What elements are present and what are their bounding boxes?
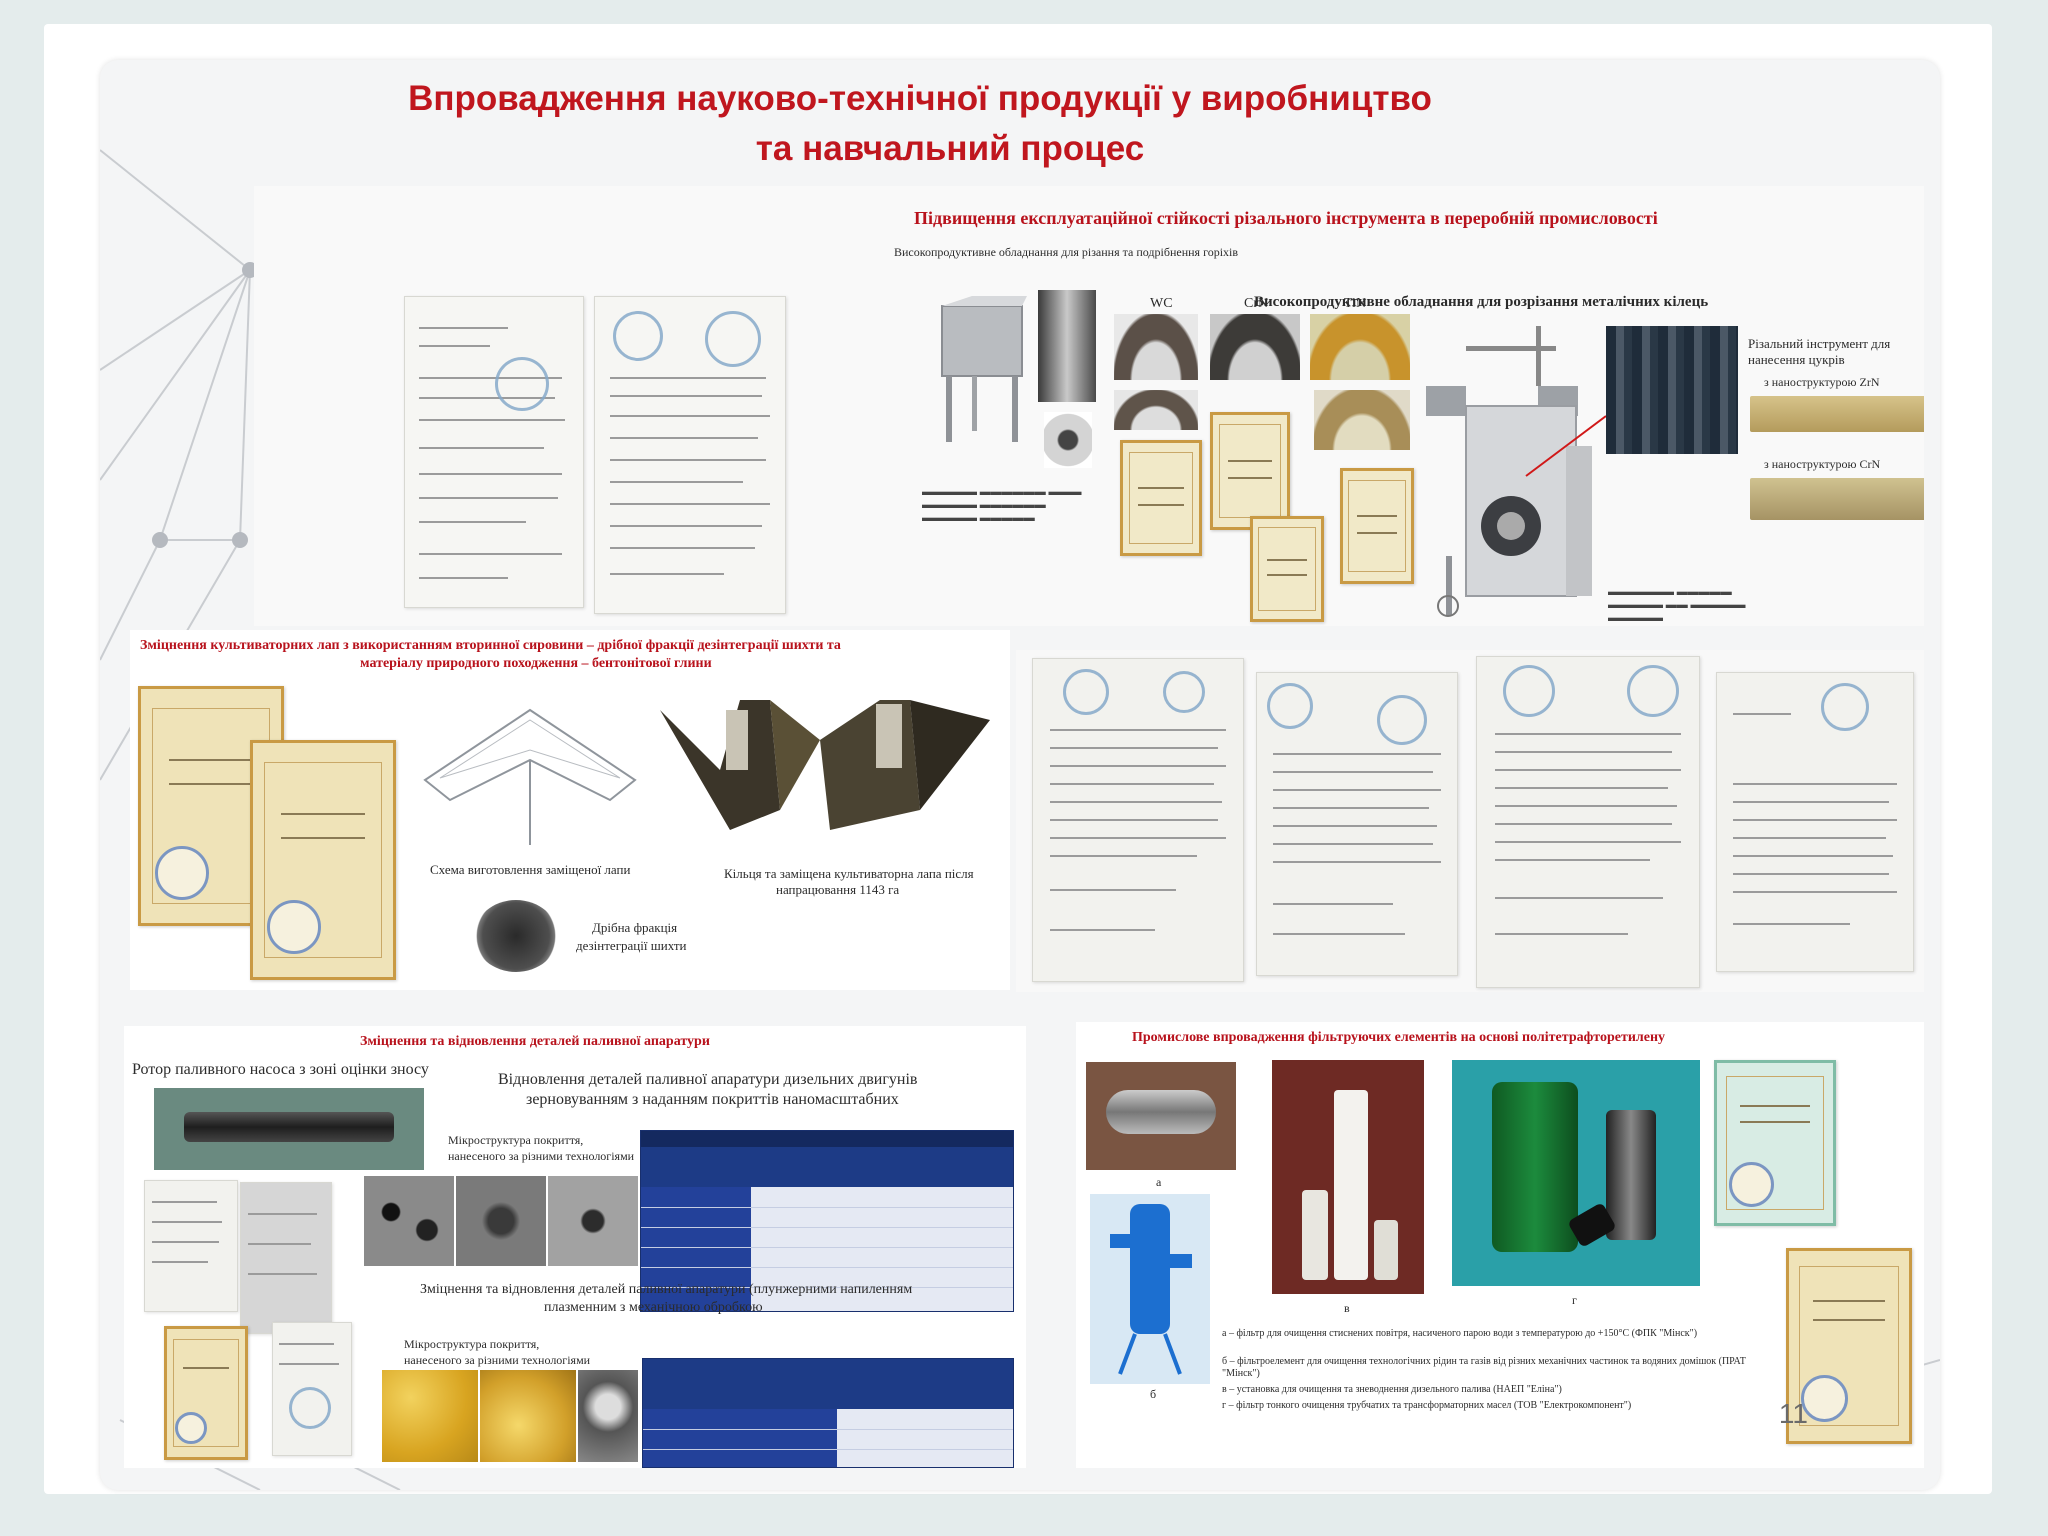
ring-cutter-closeup (1606, 326, 1738, 454)
document-act-5 (1476, 656, 1700, 988)
certificate-top-1 (1120, 440, 1202, 556)
caption-ring-machine: ▬▬▬▬▬▬ ▬▬▬▬▬ ▬▬▬▬▬ ▬▬ ▬▬▬▬▬ ▬▬▬▬▬ (1608, 586, 1746, 624)
heading-restoration-1-line1: Відновлення деталей паливної апаратури д… (498, 1071, 918, 1088)
filter-cartridges-photo (1272, 1060, 1424, 1294)
panel-fuel-equipment: Зміцнення та відновлення деталей паливно… (124, 1026, 1026, 1468)
micro-photo-6 (578, 1370, 638, 1462)
coating-photo-tin-2 (1314, 390, 1410, 450)
certificate-mid-2 (250, 740, 396, 980)
panel-cultivator-paws-title-line2: матеріалу природного походження – бентон… (360, 656, 712, 671)
panel-cultivator-paws-title-line1: Зміцнення культиваторних лап з використа… (140, 638, 841, 653)
document-act-2 (594, 296, 786, 614)
caption-paws-line2: напрацювання 1143 га (776, 882, 900, 897)
panel-filter-elements-title: Промислове впровадження фільтруючих елем… (1132, 1030, 1666, 1045)
document-act-1 (404, 296, 584, 608)
micro-photo-4 (382, 1370, 478, 1462)
fraction-powder-photo (474, 900, 558, 972)
cutter-blade-photo (1038, 290, 1096, 402)
certificate-top-3 (1250, 516, 1324, 622)
panel-cultivator-paws: Зміцнення культиваторних лап з використа… (130, 630, 1010, 990)
document-fuel-3 (272, 1322, 352, 1456)
legend-filter-d: г – фільтр тонкого очищення трубчатих та… (1222, 1400, 1632, 1411)
certificate-top-2 (1210, 412, 1290, 530)
page-number: 11 (1778, 1398, 1808, 1429)
heading-restoration-2-line2: плазменним з механічною обробкою (544, 1300, 763, 1315)
document-fuel-2 (240, 1182, 332, 1334)
filter-housing-photo (1090, 1194, 1210, 1384)
panel-cutting-tools: Підвищення експлуатаційної стійкості різ… (254, 186, 1924, 626)
caption-microstructure-2-line2: нанесеного за різними технологіями (404, 1353, 591, 1367)
subtitle-ring-equipment: Високопродуктивне обладнання для розріза… (1254, 294, 1709, 310)
certificate-filter-2 (1786, 1248, 1912, 1444)
caption-fraction-line2: дезінтеграції шихти (576, 938, 687, 953)
certificate-fuel-1 (164, 1326, 248, 1460)
slide: Впровадження науково-технічної продукції… (100, 60, 1940, 1490)
coating-label-crn: CrN (1244, 296, 1269, 311)
coating-photo-wc (1114, 314, 1198, 380)
caption-machine: ▬▬▬▬▬ ▬▬▬▬▬▬ ▬▬▬ ▬▬▬▬▬ ▬▬▬▬▬▬ ▬▬▬▬▬ ▬▬▬▬… (922, 486, 1082, 524)
slide-title: Впровадження науково-технічної продукції… (320, 74, 1520, 174)
table-results-1 (640, 1130, 1014, 1312)
caption-microstructure-2-line1: Мікроструктура покриття, (404, 1337, 540, 1351)
micro-photo-3 (548, 1176, 638, 1266)
caption-zrn: з наноструктурою ZrN (1764, 375, 1880, 389)
coating-photo-wc-2 (1114, 390, 1198, 430)
document-act-3 (1032, 658, 1244, 982)
heading-restoration-1-line2: зерновуванням з наданням покриттів наном… (526, 1091, 899, 1108)
caption-microstructure-1-line1: Мікроструктура покриття, (448, 1133, 584, 1147)
caption-microstructure-1-line2: нанесеного за різними технологіями (448, 1149, 635, 1163)
slide-title-line1: Впровадження науково-технічної продукції… (408, 79, 1432, 118)
coating-photo-tin (1310, 314, 1410, 380)
coating-photo-crn (1210, 314, 1300, 380)
certificate-filter-1 (1714, 1060, 1836, 1226)
micro-photo-5 (480, 1370, 576, 1462)
photo-label-d: г (1572, 1293, 1577, 1307)
micro-photo-2 (456, 1176, 546, 1266)
panel-filter-elements: Промислове впровадження фільтруючих елем… (1076, 1022, 1924, 1468)
document-fuel-1 (144, 1180, 238, 1312)
legend-filter-a: а – фільтр для очищення стиснених повітр… (1222, 1328, 1698, 1339)
caption-paw-scheme: Схема виготовлення заміщеної лапи (430, 862, 631, 877)
paw-scheme-drawing (423, 708, 637, 845)
rotor-photo (154, 1088, 424, 1170)
panel-cutting-tools-title: Підвищення експлуатаційної стійкості різ… (914, 208, 1658, 228)
certificate-top-4 (1340, 468, 1414, 584)
coating-label-wc: WC (1150, 296, 1173, 311)
panel-implementation-acts (1016, 650, 1924, 992)
table-results-2 (642, 1358, 1014, 1468)
caption-rotor: Ротор паливного насоса з зоні оцінки зно… (132, 1061, 429, 1078)
caption-paws-line1: Кільця та заміщена культиваторна лапа пі… (724, 866, 974, 881)
cutter-disk-photo (1044, 412, 1092, 468)
legend-filter-c: в – установка для очищення та зневодненн… (1222, 1384, 1562, 1395)
cultivator-paws-photo (660, 700, 990, 830)
micro-photo-1 (364, 1176, 454, 1266)
document-act-4 (1256, 672, 1458, 976)
subtitle-nut-equipment: Високопродуктивне обладнання для різання… (894, 245, 1239, 259)
panel-fuel-equipment-title: Зміцнення та відновлення деталей паливно… (360, 1034, 710, 1049)
heading-restoration-2-line1: Зміцнення та відновлення деталей паливно… (420, 1282, 913, 1297)
legend-filter-b: б – фільтроелемент для очищення технолог… (1222, 1356, 1746, 1379)
ring-cutting-machine (1426, 326, 1606, 617)
document-act-6 (1716, 672, 1914, 972)
blade-crn (1750, 478, 1924, 520)
photo-label-c: в (1344, 1301, 1350, 1315)
photo-label-a: а (1156, 1175, 1162, 1189)
slide-title-line2: та навчальний процес (755, 129, 1145, 168)
caption-crn: з наноструктурою CrN (1764, 457, 1881, 471)
caption-fraction-line1: Дрібна фракція (592, 920, 678, 935)
caption-cutting-tool: Різальний інструмент для нанесення цукрі… (1748, 336, 1891, 367)
diesel-purifier-photo (1452, 1060, 1700, 1286)
photo-label-b: б (1150, 1387, 1157, 1401)
coating-label-tin: TiN (1344, 296, 1367, 311)
nut-cutting-machine (941, 296, 1027, 442)
filter-cylinder-photo (1086, 1062, 1236, 1170)
blade-zrn (1750, 396, 1924, 432)
